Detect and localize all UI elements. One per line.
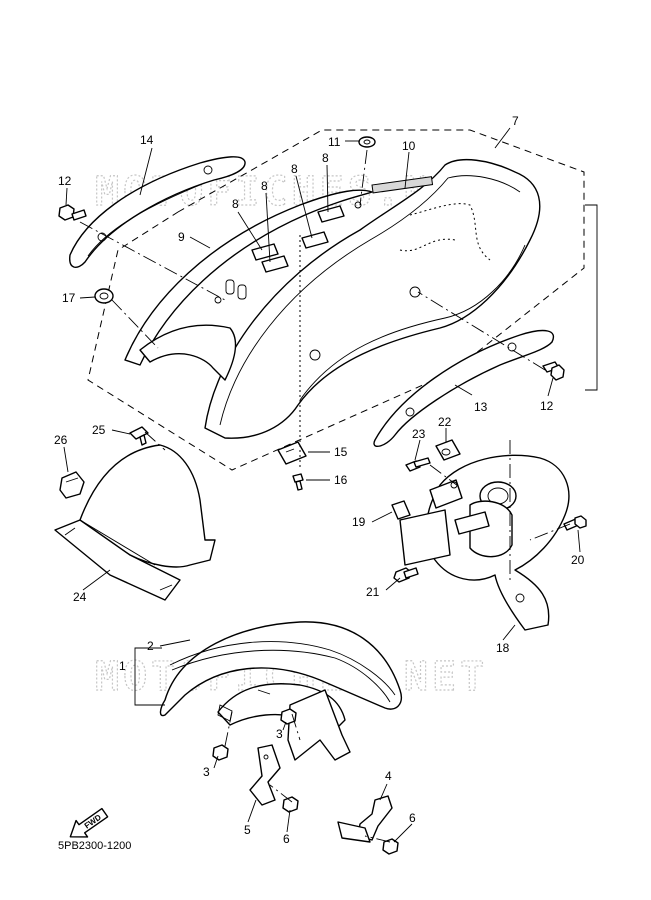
taillight-bracket [399, 454, 570, 631]
callout-13: 13 [474, 400, 488, 414]
callout-5: 5 [244, 823, 251, 837]
bolt-6-left [282, 796, 299, 813]
callout-22: 22 [438, 415, 452, 429]
callout-12b: 12 [540, 399, 554, 413]
callout-8d: 8 [322, 151, 329, 165]
callout-8a: 8 [232, 197, 239, 211]
forward-arrow-icon: FWD [69, 807, 109, 838]
callout-10: 10 [402, 139, 416, 153]
callout-26: 26 [54, 433, 68, 447]
rivet-25 [129, 426, 149, 446]
screw-23 [405, 457, 431, 472]
callout-6a: 6 [283, 832, 290, 846]
callout-15: 15 [334, 445, 348, 459]
bolt-12-right [542, 361, 565, 381]
clip-26 [59, 471, 85, 499]
fender-bracket-5 [249, 744, 281, 806]
fender-bracket-4 [337, 795, 393, 843]
clip-15 [277, 441, 307, 465]
rear-fender-flap [54, 444, 216, 601]
rear-fender [139, 159, 541, 439]
callout-20: 20 [571, 553, 585, 567]
bolt-6-right [382, 838, 399, 855]
group-bracket-7 [494, 127, 511, 149]
bolt-3-right [280, 708, 297, 725]
screw-16 [292, 473, 304, 491]
callout-25: 25 [92, 423, 106, 437]
callout-2: 2 [147, 639, 154, 653]
callout-6b: 6 [409, 811, 416, 825]
grab-rail-right [373, 329, 555, 447]
decals-8 [251, 205, 345, 273]
callout-19: 19 [352, 515, 366, 529]
washer-11 [358, 136, 376, 148]
callout-4: 4 [385, 769, 392, 783]
fender-stay [287, 689, 351, 761]
callout-24: 24 [73, 590, 87, 604]
drawing-code: 5PB2300-1200 [58, 840, 131, 852]
bolt-3-left [212, 744, 229, 761]
group-bracket-right [585, 204, 598, 391]
callout-14: 14 [140, 133, 154, 147]
callout-9: 9 [178, 230, 185, 244]
callout-1: 1 [119, 659, 126, 673]
callout-12a: 12 [58, 174, 72, 188]
callout-8b: 8 [261, 179, 268, 193]
clamp-22 [435, 439, 461, 461]
callout-16: 16 [334, 473, 348, 487]
callout-21: 21 [366, 585, 380, 599]
callout-11: 11 [328, 135, 341, 149]
reference-lines [79, 149, 571, 843]
grommet-17 [94, 288, 114, 304]
callout-7: 7 [512, 114, 519, 128]
bolt-20 [563, 515, 587, 531]
callout-18: 18 [496, 641, 510, 655]
callout-17: 17 [62, 291, 76, 305]
callout-23: 23 [412, 427, 426, 441]
rear-fender-group-outline [87, 129, 585, 471]
callout-8c: 8 [291, 162, 298, 176]
callout-3a: 3 [276, 727, 283, 741]
leader-lines [63, 140, 581, 843]
grab-rail-left [69, 156, 246, 268]
clip-19 [391, 500, 411, 520]
bolt-12-left [58, 204, 87, 221]
bolt-21 [393, 567, 419, 583]
callout-3b: 3 [203, 765, 210, 779]
callout-labels: 14 12 9 17 8 8 8 8 11 10 7 13 12 15 16 2… [54, 114, 585, 846]
